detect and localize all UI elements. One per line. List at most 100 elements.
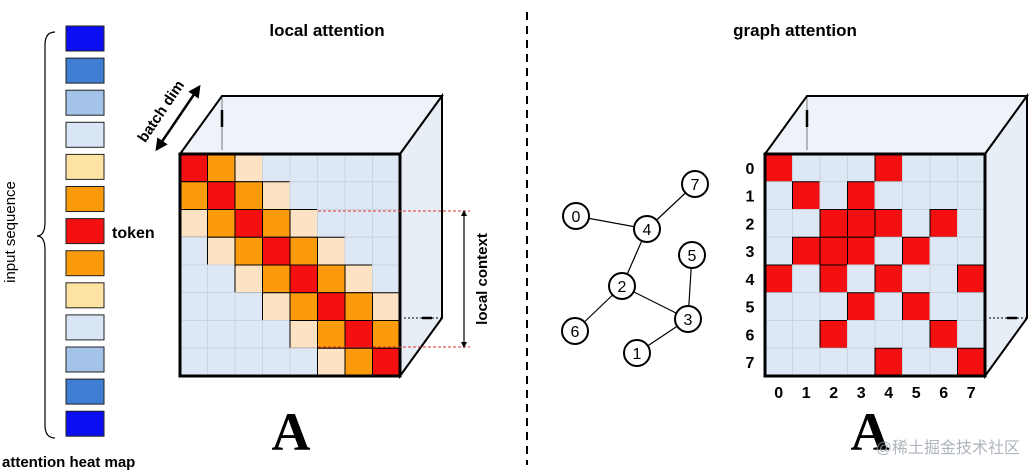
heatmap-label: attention heat map (2, 454, 135, 471)
sequence-token-6 (65, 218, 105, 245)
batch-dim-label: batch dim (134, 77, 188, 145)
graph-cell-2-0 (764, 209, 793, 238)
graph-cell-4-4 (874, 264, 903, 294)
graph-node-4: 4 (633, 215, 661, 243)
local-cell-5-0 (179, 292, 208, 321)
sequence-token-0 (65, 25, 105, 52)
graph-cell-5-5 (902, 292, 931, 321)
graph-node-1: 1 (623, 339, 651, 367)
sequence-token-12 (65, 410, 105, 437)
graph-cell-7-6 (929, 347, 958, 377)
graph-cell-4-3 (847, 264, 876, 294)
graph-node-2: 2 (608, 272, 636, 300)
local-cell-0-2 (234, 153, 263, 183)
local-cell-6-6 (344, 320, 373, 349)
graph-cell-5-1 (792, 292, 821, 321)
row-label-1: 1 (746, 189, 755, 206)
graph-cell-2-2 (819, 209, 848, 238)
input-sequence (65, 25, 105, 437)
graph-node-5: 5 (678, 241, 706, 269)
col-label-3: 3 (857, 385, 866, 402)
local-cell-5-6 (344, 292, 373, 321)
svg-text:7: 7 (691, 177, 700, 194)
graph-cell-6-6 (929, 320, 958, 349)
left-matrix-symbol: A (272, 402, 311, 462)
local-cell-2-5 (317, 209, 346, 238)
row-label-5: 5 (746, 300, 755, 317)
left-title: local attention (269, 21, 384, 40)
local-cell-4-2 (234, 264, 263, 294)
svg-text:5: 5 (688, 248, 697, 265)
local-cell-6-0 (179, 320, 208, 349)
local-cell-3-3 (262, 236, 291, 266)
local-cell-5-1 (207, 292, 236, 321)
local-cell-4-6 (344, 264, 373, 294)
svg-text:0: 0 (572, 209, 581, 226)
graph-cell-3-6 (929, 236, 958, 266)
graph-cell-7-4 (874, 347, 903, 377)
graph-cell-2-6 (929, 209, 958, 238)
graph-cell-5-4 (874, 292, 903, 321)
sequence-token-2 (65, 89, 105, 116)
local-cell-1-6 (344, 181, 373, 210)
local-cell-1-5 (317, 181, 346, 210)
sequence-token-10 (65, 346, 105, 373)
graph-cell-4-7 (957, 264, 986, 294)
graph-node-3: 3 (674, 305, 702, 333)
local-cell-0-4 (289, 153, 318, 183)
right-title: graph attention (733, 21, 857, 40)
graph-cell-3-2 (819, 236, 848, 266)
local-cell-1-4 (289, 181, 318, 210)
local-cell-3-5 (317, 236, 346, 266)
graph-cell-1-2 (819, 181, 848, 210)
local-cell-5-5 (317, 292, 346, 321)
row-label-4: 4 (746, 272, 755, 289)
local-cell-5-3 (262, 292, 291, 321)
graph-cell-2-7 (957, 209, 986, 238)
graph-cell-7-7 (957, 347, 986, 377)
graph-cell-2-3 (847, 209, 876, 238)
graph-cell-1-6 (929, 181, 958, 210)
local-cell-3-6 (344, 236, 373, 266)
local-cell-4-5 (317, 264, 346, 294)
local-cell-0-1 (207, 153, 236, 183)
graph-cell-3-5 (902, 236, 931, 266)
local-context-label: local context (474, 233, 491, 325)
graph-cell-5-3 (847, 292, 876, 321)
col-label-7: 7 (967, 385, 976, 402)
local-cell-6-4 (289, 320, 318, 349)
local-cell-2-0 (179, 209, 208, 238)
graph-cell-5-2 (819, 292, 848, 321)
col-label-0: 0 (774, 385, 783, 402)
local-cell-7-3 (262, 347, 291, 377)
graph-cell-6-3 (847, 320, 876, 349)
graph-cell-7-3 (847, 347, 876, 377)
graph-cell-0-6 (929, 153, 958, 183)
local-cell-3-7 (372, 236, 401, 266)
graph-cell-5-7 (957, 292, 986, 321)
graph-cell-6-5 (902, 320, 931, 349)
col-label-4: 4 (884, 385, 893, 402)
local-cell-6-1 (207, 320, 236, 349)
row-label-3: 3 (746, 244, 755, 261)
sequence-token-7 (65, 250, 105, 277)
graph-cell-7-2 (819, 347, 848, 377)
local-cell-1-1 (207, 181, 236, 210)
local-cell-7-2 (234, 347, 263, 377)
input-sequence-label: input sequence (2, 181, 19, 283)
local-cell-6-5 (317, 320, 346, 349)
graph-cell-6-7 (957, 320, 986, 349)
local-cell-2-1 (207, 209, 236, 238)
svg-text:2: 2 (618, 279, 627, 296)
graph-cell-4-2 (819, 264, 848, 294)
local-cell-4-4 (289, 264, 318, 294)
graph-cell-0-5 (902, 153, 931, 183)
local-cell-6-3 (262, 320, 291, 349)
local-cell-2-6 (344, 209, 373, 238)
graph-cell-1-1 (792, 181, 821, 210)
graph-cell-0-3 (847, 153, 876, 183)
graph-cell-1-3 (847, 181, 876, 210)
local-cell-3-2 (234, 236, 263, 266)
